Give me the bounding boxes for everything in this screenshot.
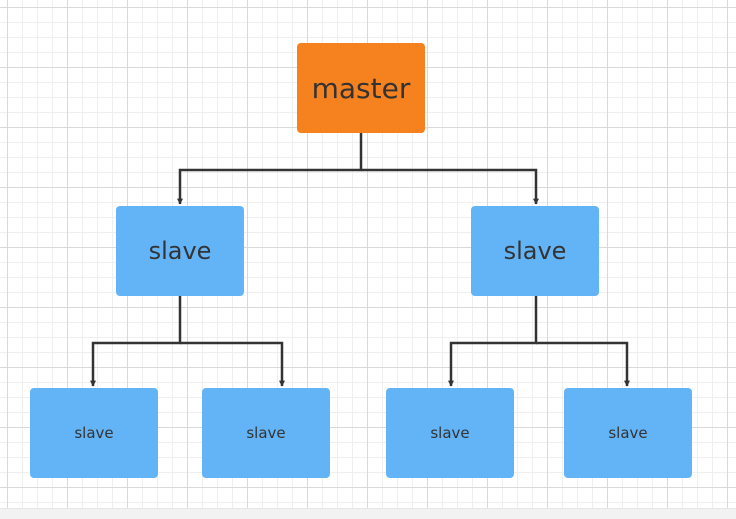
leaf-slave-node-1-label: slave bbox=[74, 424, 114, 442]
connector-slave-right-to-leaf-3 bbox=[448, 296, 538, 387]
connector-master-to-slave-left bbox=[177, 133, 363, 205]
connector-slave-right-to-leaf-4 bbox=[536, 341, 630, 387]
leaf-slave-node-2: slave bbox=[202, 388, 330, 478]
leaf-slave-node-3: slave bbox=[386, 388, 514, 478]
leaf-slave-node-3-label: slave bbox=[430, 424, 470, 442]
connector-slave-left-to-leaf-1 bbox=[90, 296, 182, 387]
connector-slave-left-to-leaf-2 bbox=[180, 341, 285, 387]
master-node-label: master bbox=[311, 71, 411, 105]
connector-master-to-slave-right bbox=[361, 168, 539, 205]
leaf-slave-node-1: slave bbox=[30, 388, 158, 478]
slave-node-left: slave bbox=[116, 206, 244, 296]
canvas-bottom-bar bbox=[0, 508, 736, 519]
leaf-slave-node-4: slave bbox=[564, 388, 692, 478]
leaf-slave-node-4-label: slave bbox=[608, 424, 648, 442]
slave-node-right-label: slave bbox=[503, 237, 567, 265]
slave-node-left-label: slave bbox=[148, 237, 212, 265]
leaf-slave-node-2-label: slave bbox=[246, 424, 286, 442]
slave-node-right: slave bbox=[471, 206, 599, 296]
master-node: master bbox=[297, 43, 425, 133]
